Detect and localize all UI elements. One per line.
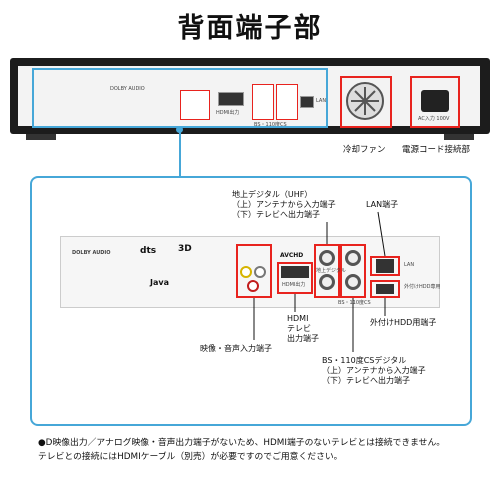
overview-av-input (180, 90, 210, 120)
uhf-port-label: 地上デジタル (316, 268, 346, 274)
bs-callout: BS・110度CSデジタル （上）アンテナから入力端子 （下）テレビへ出力端子 (322, 356, 426, 385)
foot-right (444, 134, 474, 140)
bs-out-port[interactable] (345, 274, 361, 290)
zoom-java-logo: Java (150, 278, 169, 287)
connector-dot-top (176, 126, 183, 133)
video-jack[interactable] (240, 266, 252, 278)
power-socket-label: AC入力 100V (418, 116, 450, 122)
audio-jack-left[interactable] (254, 266, 266, 278)
overview-lan-label: LAN (316, 98, 327, 104)
hdmi-port[interactable] (281, 266, 309, 278)
usb-callout: 外付けHDD用端子 (370, 318, 437, 327)
lan-port-label: LAN (404, 262, 415, 268)
bs-in-port[interactable] (345, 250, 361, 266)
overview-lan-port (300, 96, 314, 108)
uhf-callout: 地上デジタル（UHF） （上）アンテナから入力端子 （下）テレビへ出力端子 (232, 190, 336, 219)
connector-line (179, 131, 181, 178)
note-line-1: ●D映像出力／アナログ映像・音声出力端子がないため、HDMI端子のないテレビとは… (38, 438, 446, 448)
power-socket-icon (421, 90, 449, 112)
rear-panel (18, 66, 480, 126)
lan-port[interactable] (376, 259, 394, 273)
audio-jack-right[interactable] (247, 280, 259, 292)
usb-port[interactable] (376, 284, 394, 294)
overview-hdmi-port (218, 92, 244, 106)
foot-left (26, 134, 56, 140)
notes: ●D映像出力／アナログ映像・音声出力端子がないため、HDMI端子のないテレビとは… (38, 436, 478, 464)
power-highlight-box (410, 76, 460, 128)
lan-box (370, 256, 400, 276)
bs-port-label: BS・110度CS (338, 300, 371, 306)
usb-box (370, 280, 400, 298)
zoom-callout (30, 176, 472, 426)
uhf-out-port[interactable] (319, 274, 335, 290)
overview-bs-label: BS・110度CS (254, 122, 287, 128)
fan-highlight-box (340, 76, 392, 128)
overview-uhf-ports (252, 84, 274, 120)
uhf-in-port[interactable] (319, 250, 335, 266)
hdmi-box (277, 262, 313, 294)
page-title: 背面端子部 (177, 13, 323, 44)
uhf-box (314, 244, 340, 298)
overview-hdmi-label: HDMI出力 (216, 110, 240, 116)
zoom-dolby-logo: DOLBY AUDIO (72, 250, 111, 256)
av-callout: 映像・音声入力端子 (200, 344, 272, 353)
lan-callout: LAN端子 (366, 200, 399, 209)
usb-port-label: 外付けHDD専用 (404, 284, 441, 290)
fan-caption: 冷却ファン (343, 145, 386, 155)
overview-bs-ports (276, 84, 298, 120)
note-line-2: テレビとの接続にはHDMIケーブル（別売）が必要ですのでご用意ください。 (38, 452, 343, 462)
bs-box (340, 244, 366, 298)
hdmi-callout: HDMI テレビ 出力端子 (287, 314, 319, 343)
overview-dolby-logo: DOLBY AUDIO (110, 86, 145, 92)
hdmi-port-label: HDMI出力 (282, 282, 306, 288)
av-input-box (236, 244, 272, 298)
fan-icon (346, 82, 384, 120)
power-caption: 電源コード接続部 (402, 145, 471, 155)
zoom-dts-logo: dts (140, 246, 157, 256)
zoom-3d-logo: 3D (178, 244, 192, 254)
zoom-avchd-logo: AVCHD (280, 252, 304, 259)
